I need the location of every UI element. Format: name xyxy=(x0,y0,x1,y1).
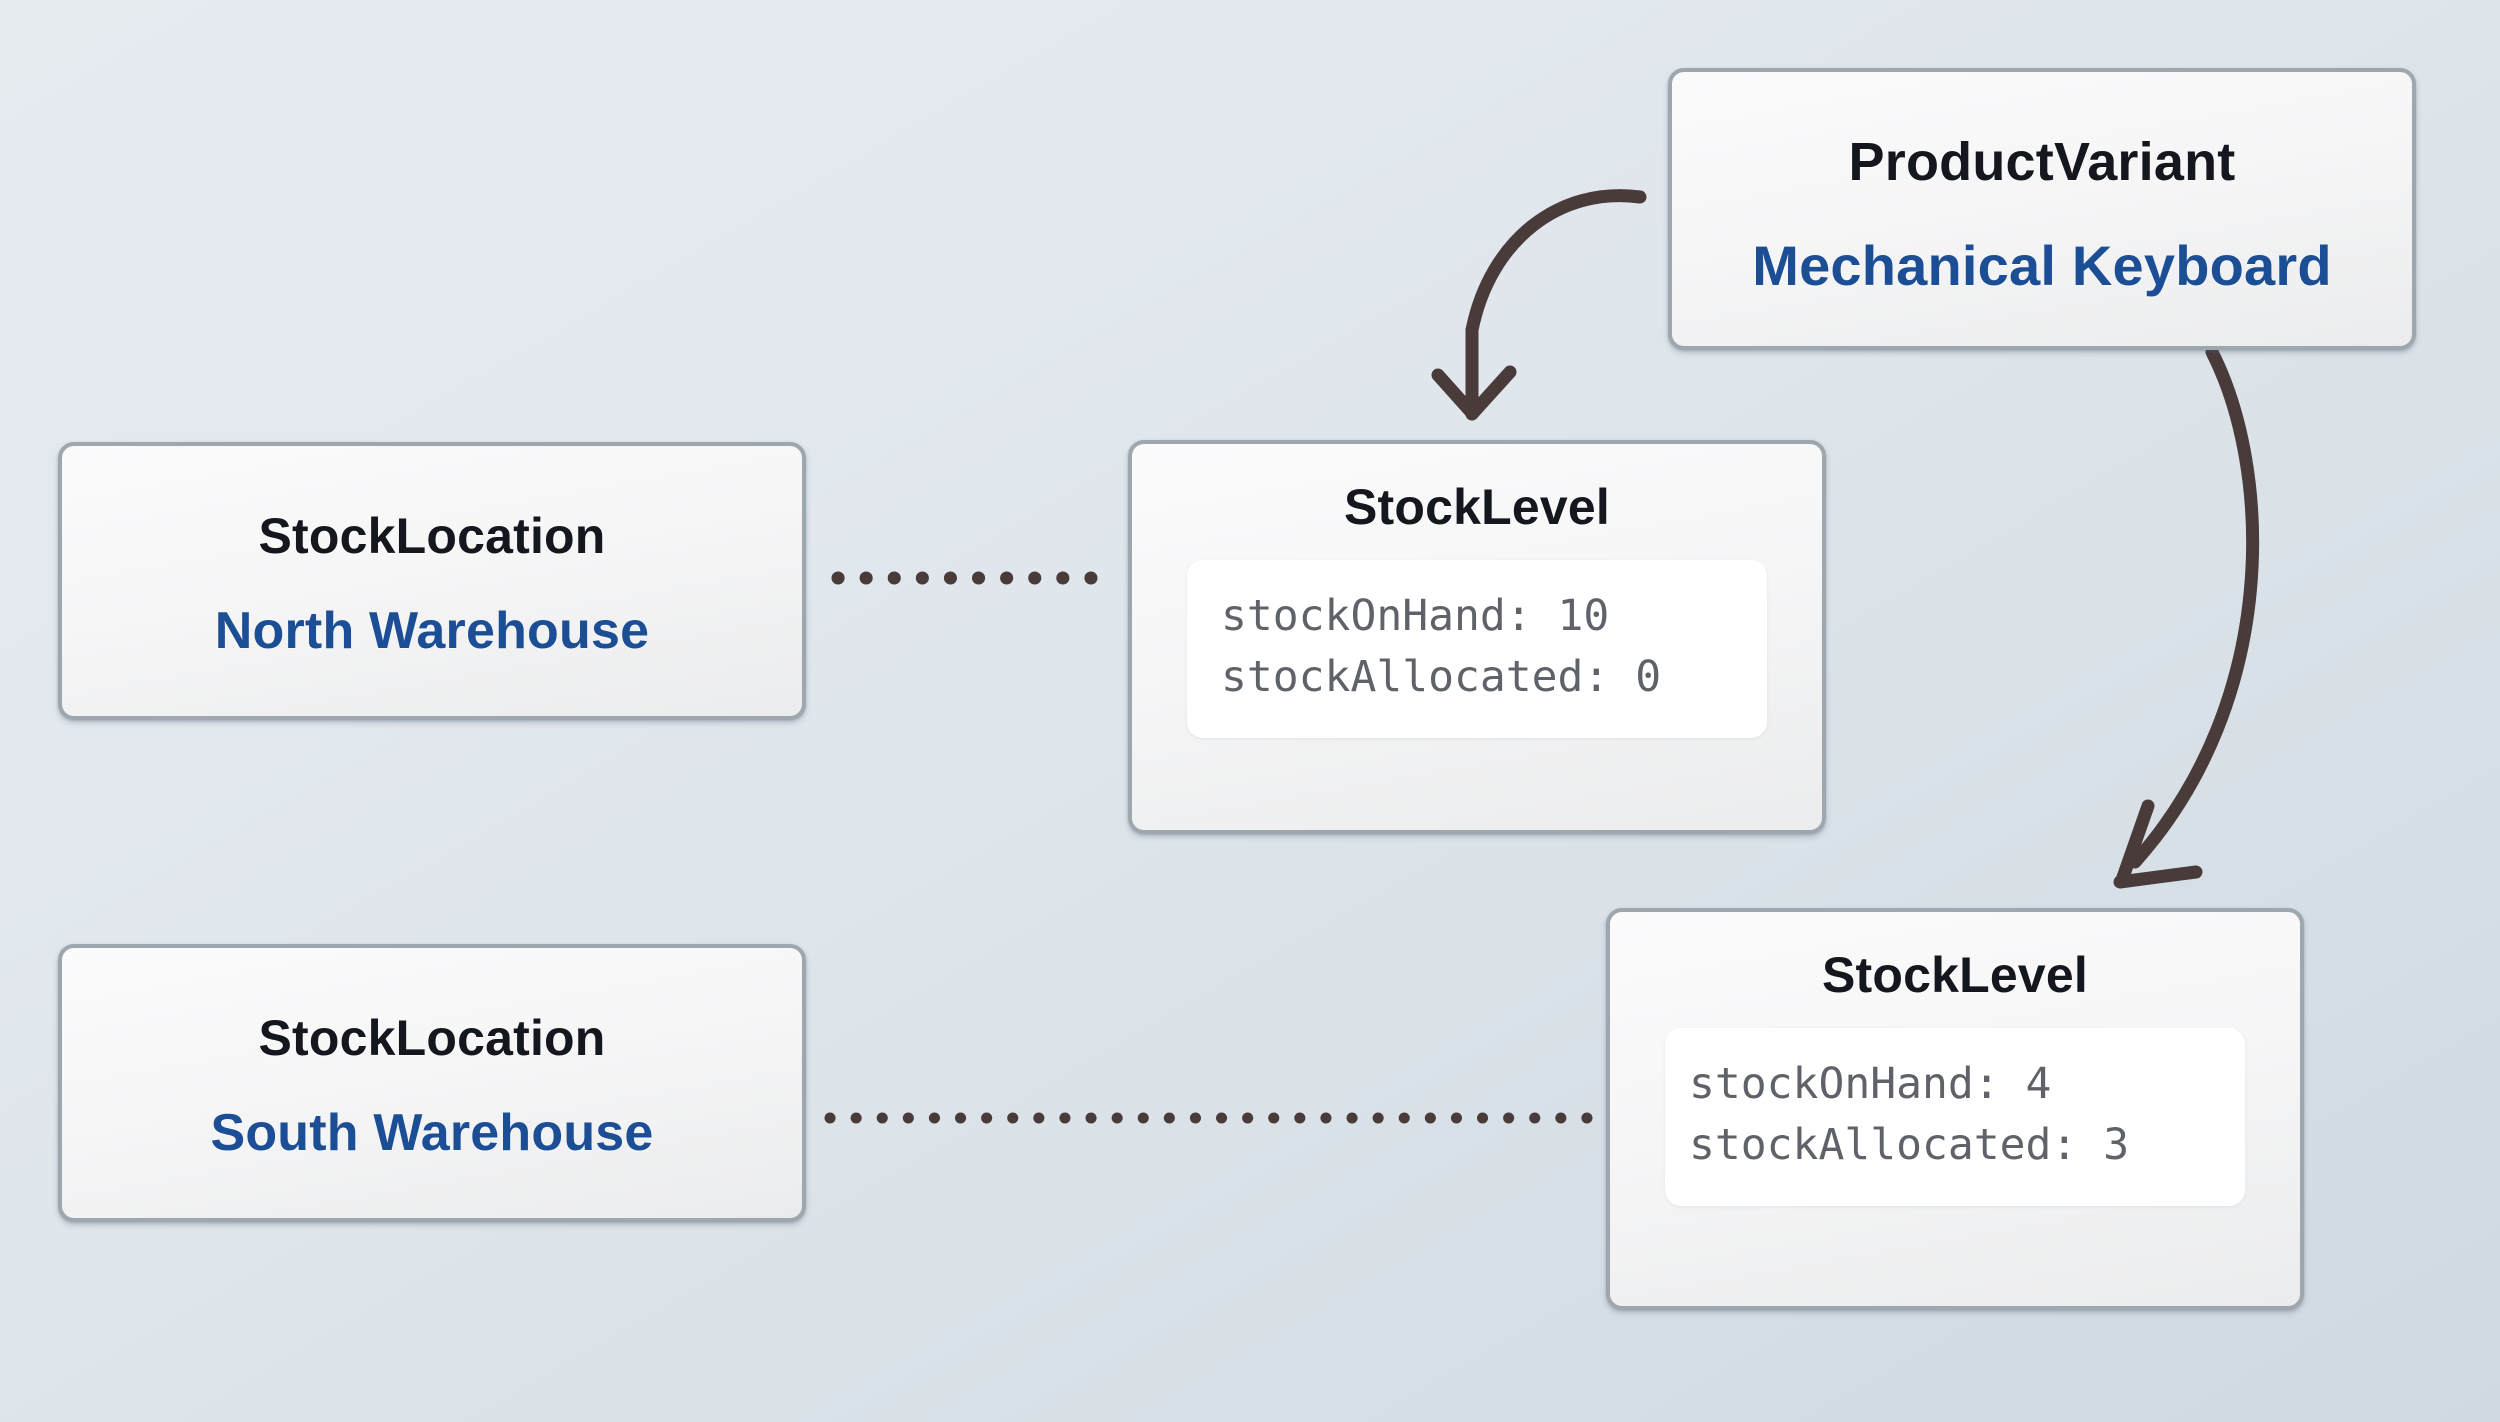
node-name-label: South Warehouse xyxy=(210,1104,654,1162)
node-name-label: Mechanical Keyboard xyxy=(1752,233,2332,297)
node-type-label: StockLevel xyxy=(1343,479,1610,535)
node-type-label: ProductVariant xyxy=(1848,131,2236,192)
field-stock-on-hand: stockOnHand: 10 xyxy=(1221,591,1610,641)
node-stock-level-north[interactable]: StockLevel stockOnHand: 10 stockAllocate… xyxy=(1128,440,1826,834)
edge-variant-to-level-north xyxy=(1431,189,1647,421)
edge-variant-to-level-south xyxy=(2113,345,2260,889)
node-fields-box: stockOnHand: 10 stockAllocated: 0 xyxy=(1187,560,1767,739)
node-fields-box: stockOnHand: 4 stockAllocated: 3 xyxy=(1665,1028,2245,1207)
field-stock-on-hand: stockOnHand: 4 xyxy=(1689,1059,2052,1109)
field-stock-allocated: stockAllocated: 3 xyxy=(1689,1120,2130,1171)
field-stock-allocated: stockAllocated: 0 xyxy=(1221,652,1662,703)
node-stock-location-south[interactable]: StockLocation South Warehouse xyxy=(58,944,806,1222)
node-type-label: StockLocation xyxy=(258,1010,606,1066)
node-product-variant[interactable]: ProductVariant Mechanical Keyboard xyxy=(1668,68,2416,350)
node-type-label: StockLevel xyxy=(1821,947,2088,1003)
node-stock-location-north[interactable]: StockLocation North Warehouse xyxy=(58,442,806,720)
node-name-label: North Warehouse xyxy=(214,602,650,660)
node-type-label: StockLocation xyxy=(258,508,606,564)
node-stock-level-south[interactable]: StockLevel stockOnHand: 4 stockAllocated… xyxy=(1606,908,2304,1310)
